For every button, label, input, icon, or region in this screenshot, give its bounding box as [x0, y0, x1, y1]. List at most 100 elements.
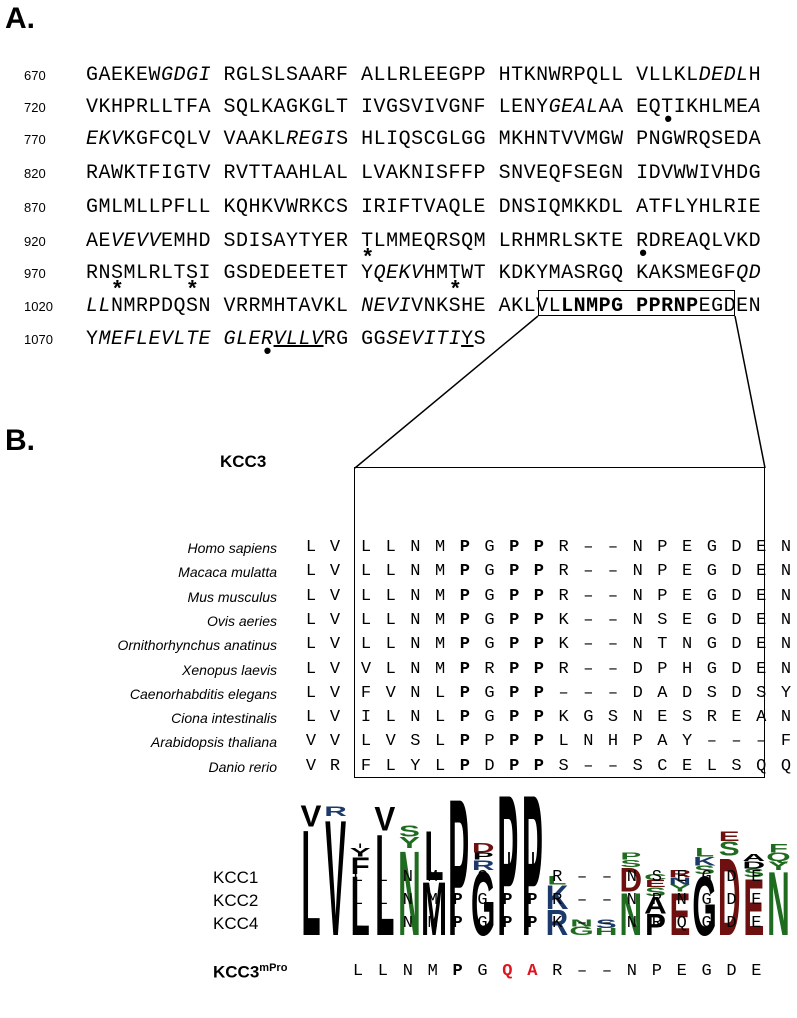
residue: P — [459, 586, 470, 606]
residue: N — [410, 586, 421, 606]
residue: N — [632, 538, 643, 557]
residue: G — [484, 610, 495, 630]
residue: L — [377, 891, 388, 910]
residue: L — [360, 562, 372, 582]
residue: N — [410, 635, 421, 655]
residue: M — [434, 586, 446, 606]
sequence-segment: EKV — [86, 128, 124, 151]
residue: V — [329, 708, 341, 728]
residue: N — [410, 610, 421, 630]
species-name: Ornithorhynchus anatinus — [117, 637, 277, 654]
residue: N — [402, 962, 413, 981]
residue: N — [410, 659, 421, 679]
sequence-text: RNSMLRLTSI GSDEDEETET YQEKVHMTWT KDKYMAS… — [86, 262, 761, 285]
residue: G — [706, 635, 717, 655]
residue: L — [385, 635, 396, 655]
site-dot: • — [636, 242, 650, 267]
sequence-segment: GAEKEW — [86, 64, 162, 87]
residue: P — [632, 732, 643, 752]
residue: P — [459, 538, 470, 557]
logo-letter: G — [692, 858, 716, 953]
sequence-text: VKHPRLLTFA SQLKAGKGLT IVGSVIVGNF LENYGEA… — [86, 96, 761, 119]
sequence-text: AEVEVVEMHD SDISAYTYER TLMMEQRSQM LRHMRLS… — [86, 230, 761, 253]
sequence-segment: QD — [736, 262, 762, 285]
residue: L — [305, 586, 317, 606]
logo-letter: I — [359, 843, 362, 850]
residue: – — [706, 732, 717, 752]
species-name: Mus musculus — [187, 588, 277, 605]
residue: V — [329, 586, 341, 606]
residue: M — [434, 562, 446, 582]
residue: G — [484, 562, 495, 582]
sequence-segment: VLLV — [273, 328, 324, 351]
sequence-segment: RGLSLSAARF ALLRLEEGPP HTKNWRPQLL VLLKL — [211, 64, 699, 87]
residue: L — [706, 756, 717, 776]
site-dot: • — [260, 340, 275, 365]
residue: K — [558, 610, 569, 630]
sequence-text: RAWKTFIGTV RVTTAAHLAL LVAKNISFFP SNVEQFS… — [86, 162, 761, 185]
residue: S — [651, 868, 662, 887]
residue: V — [329, 538, 341, 557]
residue: G — [477, 914, 488, 933]
residue: E — [756, 659, 767, 679]
sequence-text: LLNMRPDQSN VRRMHTAVKL NEVIVNKSHE AKLVLLN… — [86, 295, 761, 318]
residue: G — [484, 683, 495, 703]
residue: E — [756, 635, 767, 655]
logo-letter: E — [645, 878, 666, 889]
logo-letter: N — [619, 881, 642, 949]
residue: G — [484, 586, 495, 606]
residue: G — [477, 868, 488, 887]
residue: L — [434, 732, 446, 752]
residue: P — [657, 586, 668, 606]
residue: F — [780, 732, 792, 752]
residue: L — [360, 635, 372, 655]
sequence-segment: AA EQTIKHLME — [598, 96, 749, 119]
residue-number: 870 — [24, 200, 46, 215]
species-name: Ovis aeries — [206, 612, 277, 629]
residue: N — [626, 914, 637, 933]
residue: L — [385, 562, 396, 582]
logo-letter: F — [769, 842, 788, 856]
residue: – — [583, 538, 594, 557]
residue: P — [452, 891, 463, 910]
logo-letter: Y — [350, 846, 371, 860]
residue: R — [552, 868, 563, 887]
residue: G — [484, 538, 495, 557]
logo-letter: A — [644, 892, 667, 919]
residue-number: 770 — [24, 132, 46, 147]
logo-letter: N — [398, 825, 421, 961]
residue: L — [305, 708, 317, 728]
residue: P — [533, 708, 544, 728]
residue-number: 670 — [24, 68, 46, 83]
residue: P — [452, 914, 463, 933]
paralog-label: KCC1 — [213, 868, 259, 887]
logo-letter: V — [374, 799, 395, 838]
residue: S — [632, 756, 643, 776]
residue: E — [756, 586, 767, 606]
residue: S — [706, 683, 717, 703]
logo-letter: N — [767, 855, 790, 955]
residue: G — [583, 708, 594, 728]
residue: M — [434, 538, 446, 557]
residue: N — [632, 562, 643, 582]
residue: – — [583, 756, 594, 776]
residue: E — [756, 610, 767, 630]
residue: E — [681, 562, 693, 582]
residue: P — [533, 659, 544, 679]
residue: E — [731, 708, 742, 728]
residue: Q — [756, 756, 767, 776]
logo-letter: P — [448, 758, 469, 977]
residue: – — [607, 562, 619, 582]
residue: A — [657, 683, 668, 703]
logo-letter: L — [424, 817, 443, 896]
logo-letter: A — [742, 852, 765, 863]
residue: L — [305, 562, 317, 582]
logo-letter: D — [742, 859, 765, 870]
residue: R — [484, 659, 495, 679]
residue: N — [780, 586, 792, 606]
residue: M — [434, 610, 446, 630]
residue: – — [607, 538, 619, 557]
logo-letter: F — [351, 853, 370, 880]
residue: M — [427, 914, 438, 933]
residue: N — [626, 868, 637, 887]
